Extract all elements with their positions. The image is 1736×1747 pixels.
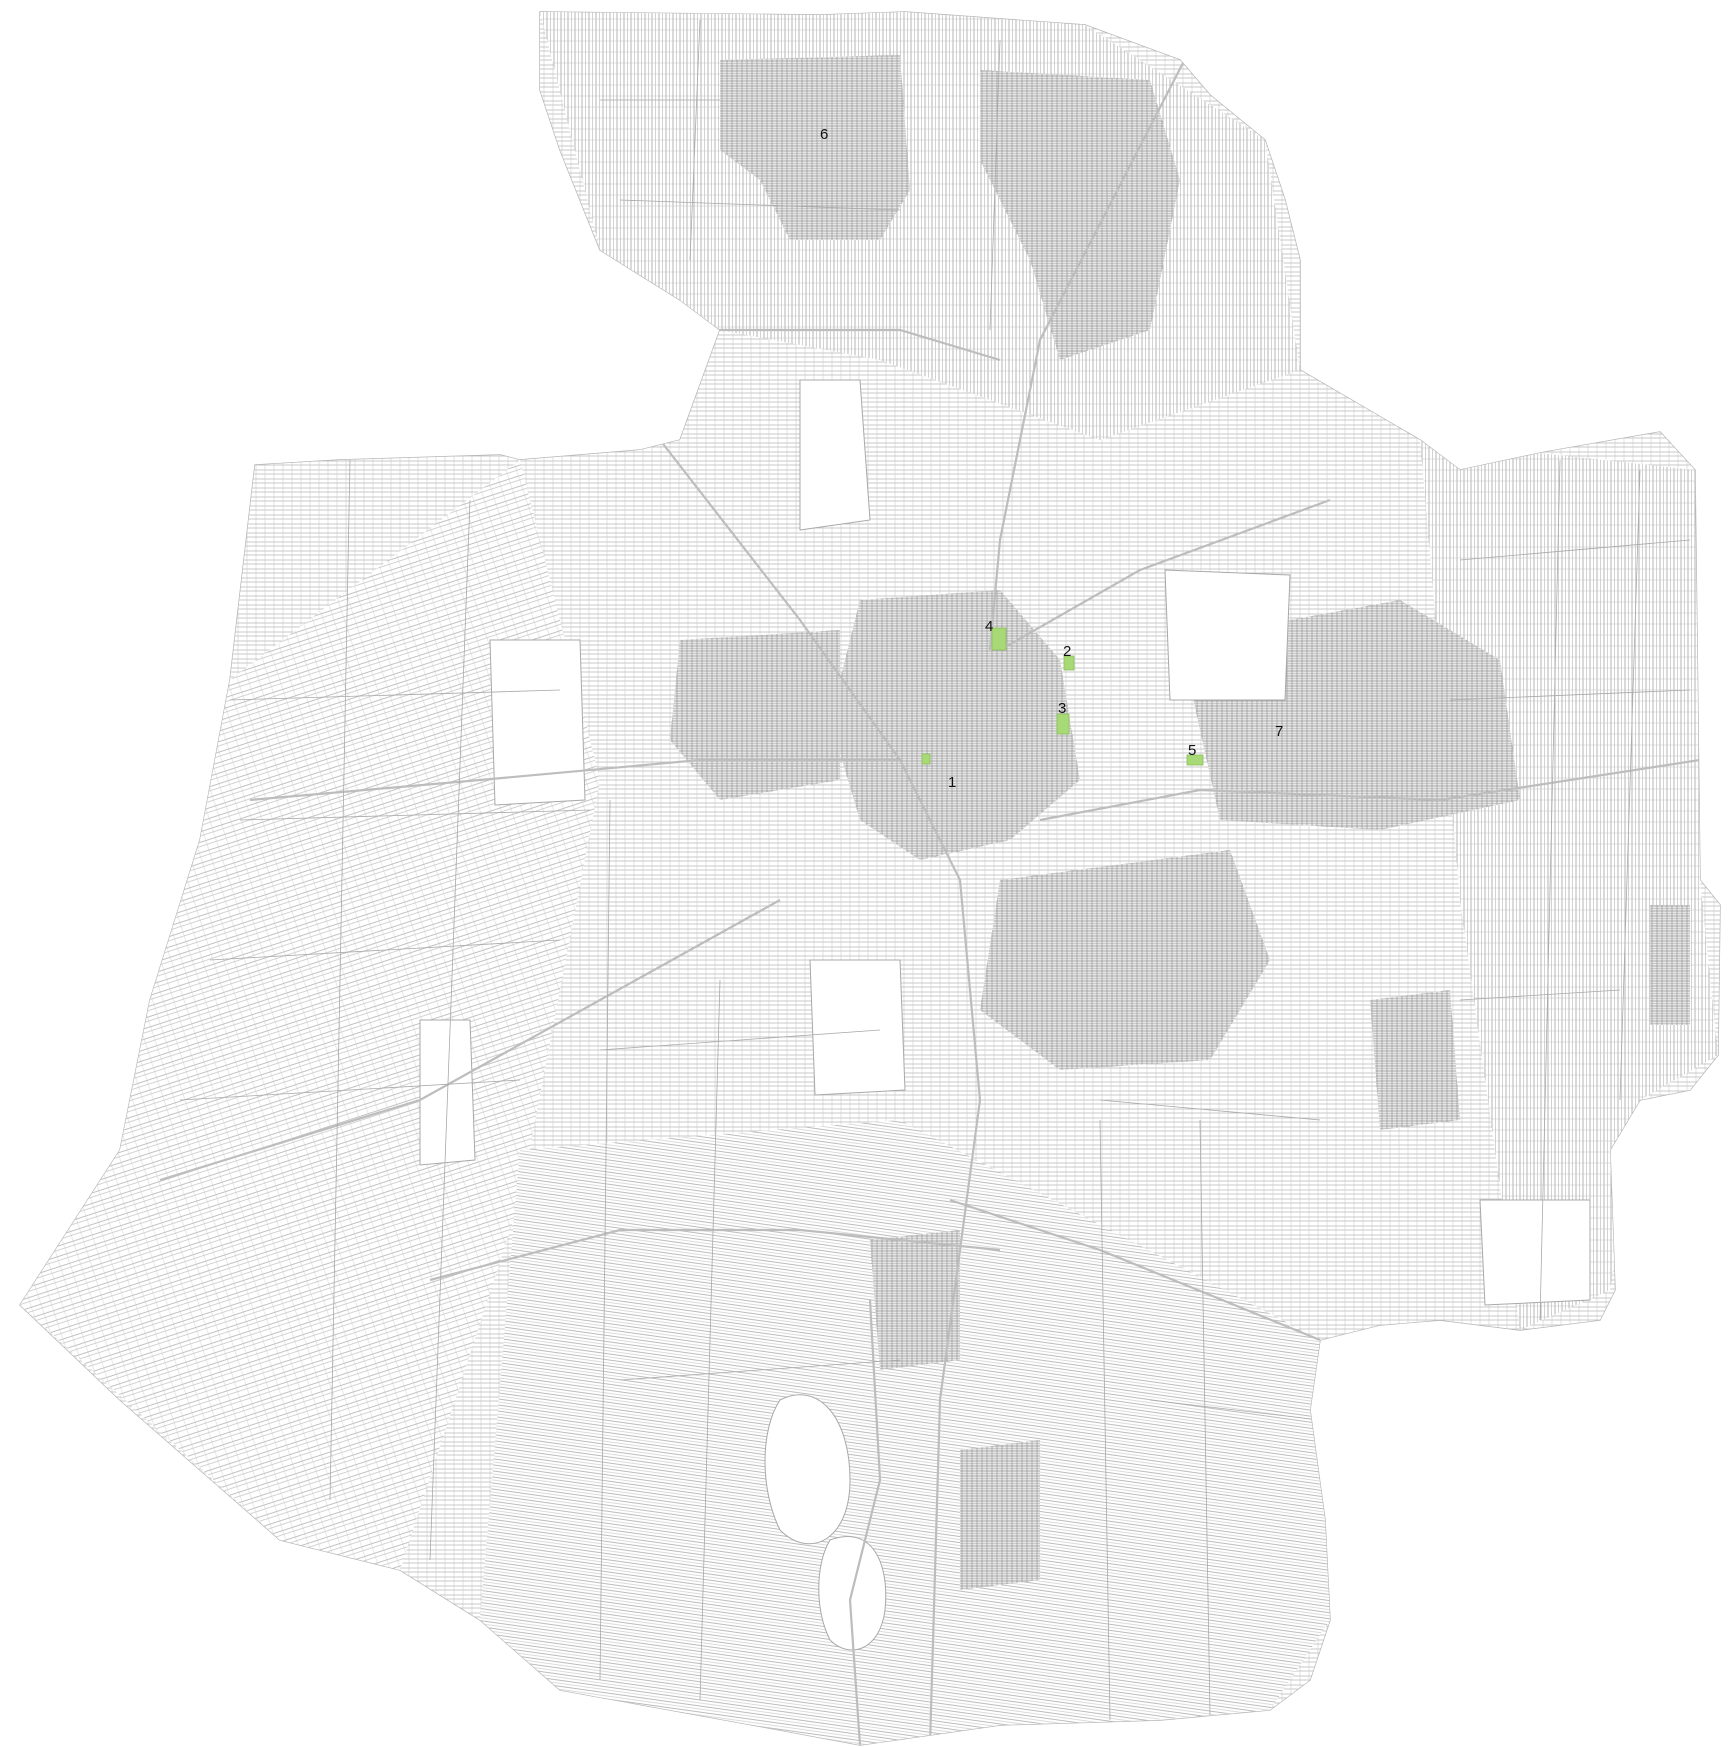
dense-area-west [670,630,840,800]
site-label-4: 4 [985,618,993,635]
road-southeast [949,1198,1321,1342]
green-site-5 [1186,754,1204,766]
field-boundaries [179,19,1691,1721]
parcels-south [480,1120,1330,1745]
road-east-west [1039,758,1701,822]
open-lot-5 [1164,569,1291,701]
site-label-7: 7 [1275,723,1283,740]
green-site-4 [991,627,1007,651]
dense-area-southeast [1370,990,1460,1130]
road-southwest [159,899,781,1182]
open-lot-6 [1479,1199,1591,1306]
green-site-3 [1056,713,1070,735]
dense-area-southcenter [980,850,1270,1070]
green-site-1 [921,753,931,765]
green-sites [921,627,1204,766]
site-label-3: 3 [1058,700,1066,717]
road-south-2 [848,1299,882,1745]
dense-area-center [830,590,1080,860]
lake-south [764,1394,851,1545]
site-label-6: 6 [820,126,828,143]
road-south [429,1228,1001,1282]
site-label-1: 1 [948,774,956,791]
parcels-west [20,460,600,1570]
road-west [249,758,900,802]
open-lot-1 [799,379,871,531]
road-rail-northeast [988,29,1201,651]
dense-area-north [720,55,910,240]
site-labels: 1 2 3 4 5 6 7 [820,126,1283,791]
dense-area-south [870,1230,960,1370]
site-label-5: 5 [1188,742,1196,759]
open-lot-4 [809,959,906,1096]
road-east [999,498,1331,651]
site-label-2: 2 [1063,643,1071,660]
green-site-2 [1063,655,1075,671]
dense-area-far-east [1650,905,1690,1025]
dense-area-northeast [980,70,1180,360]
open-lot-2 [489,639,586,806]
dense-area-far-south [960,1440,1040,1590]
road-north-south [659,439,982,1745]
